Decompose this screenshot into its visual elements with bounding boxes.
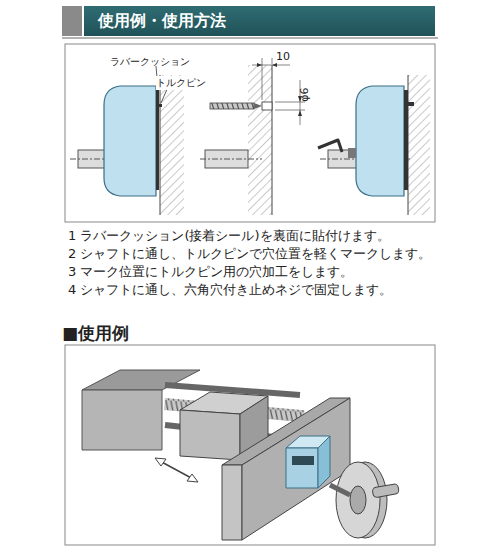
step-text: 1 ラバークッション(接着シール)を裏面に貼付けます。 (68, 227, 454, 244)
title: 使用例・使用方法 (98, 11, 226, 32)
title-marker (62, 6, 82, 36)
dimension: 10 (276, 50, 290, 63)
step-text: 3 マーク位置にトルクピン用の穴加工をします。 (68, 263, 454, 280)
section-heading: ■使用例 (62, 322, 129, 345)
step-text: 4 シャフトに通し、六角穴付き止めネジで固定します。 (68, 281, 454, 298)
part-label: ラバークッション (110, 55, 190, 69)
step-text: 2 シャフトに通し、トルクピンで穴位置を軽くマークします。 (68, 245, 454, 262)
part-label: トルクピン (156, 76, 206, 90)
dimension: φ6 (298, 87, 311, 101)
